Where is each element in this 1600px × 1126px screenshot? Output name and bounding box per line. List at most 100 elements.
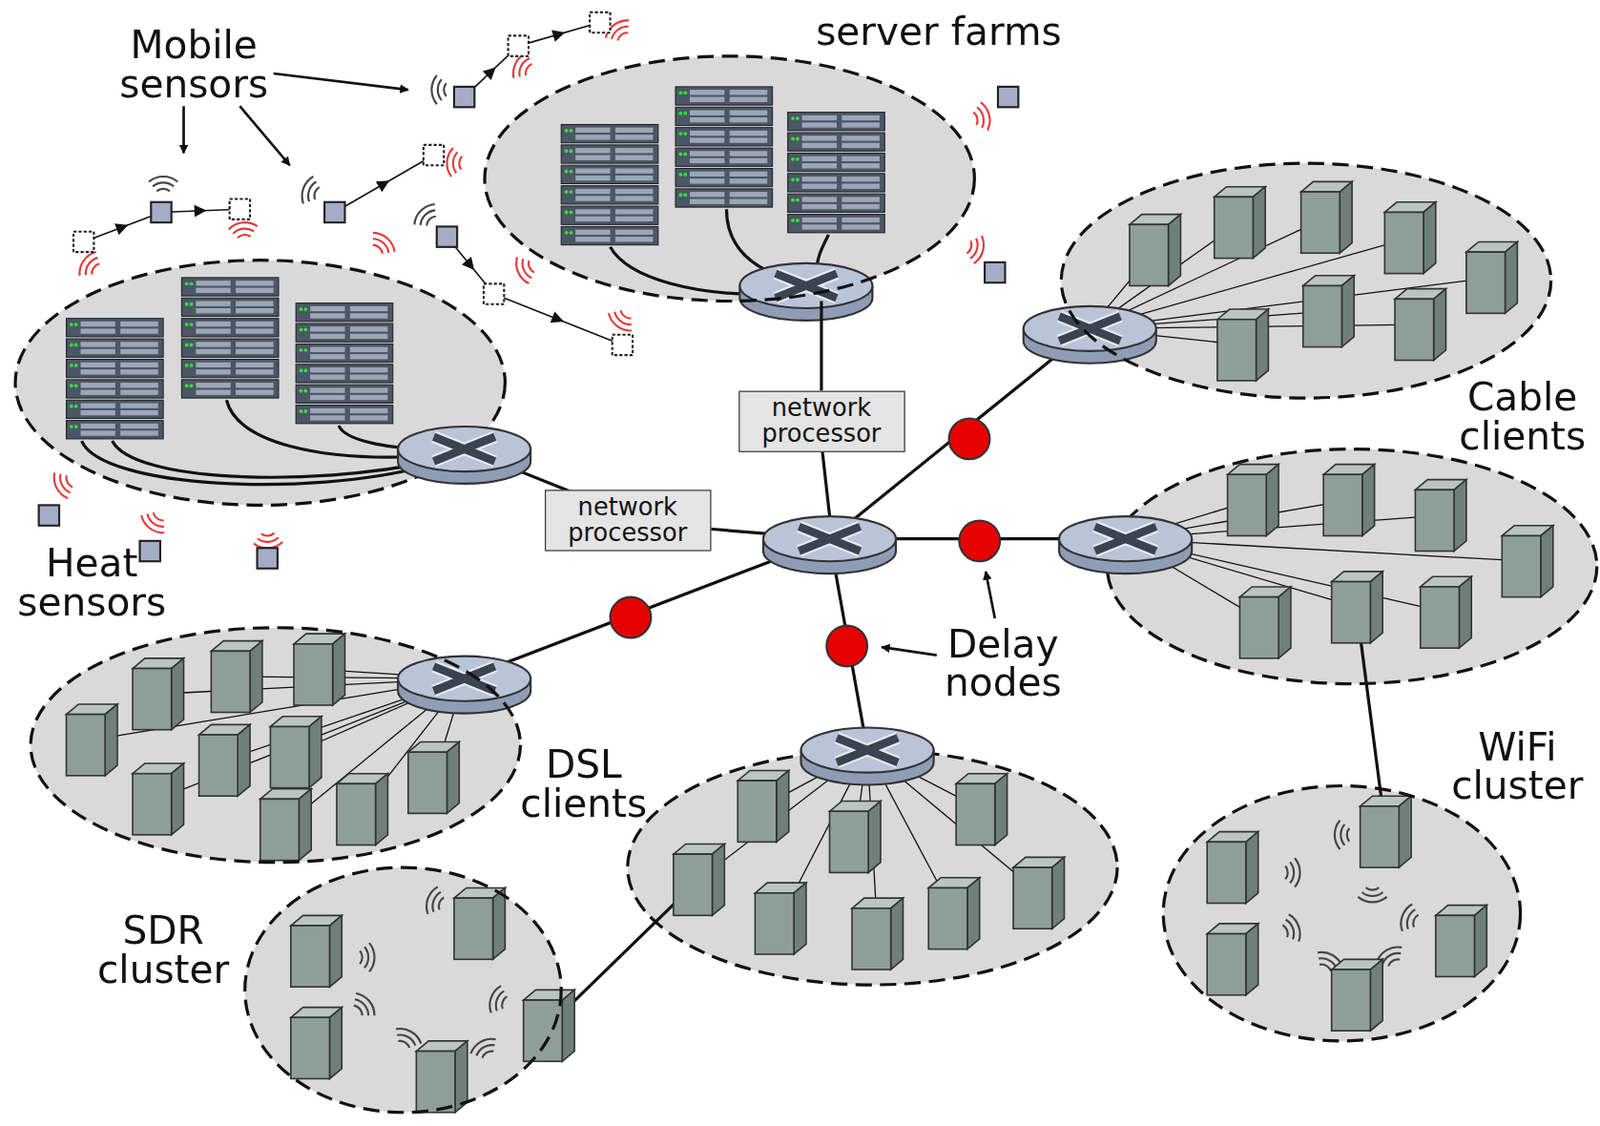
server-unit xyxy=(788,214,886,233)
client-box xyxy=(1420,576,1472,648)
cluster-outline xyxy=(1163,786,1520,1041)
router-symbol xyxy=(801,727,935,786)
wave-arc xyxy=(302,176,314,204)
cluster-ground xyxy=(1106,449,1597,685)
wave-arc xyxy=(458,156,462,170)
wave-arc xyxy=(1400,904,1413,932)
server-unit xyxy=(788,152,886,171)
cluster-ground xyxy=(30,627,520,863)
cluster-ellipse: server farms xyxy=(484,56,975,302)
wave-arc xyxy=(152,182,174,187)
processor-box: network processor xyxy=(544,489,711,552)
wave-arc xyxy=(1347,828,1351,842)
wave-arc xyxy=(966,240,972,253)
client-box xyxy=(1301,181,1352,253)
callout-label: Heat sensors xyxy=(0,543,185,622)
wave-arc xyxy=(397,1040,410,1048)
wave-arc xyxy=(481,1051,494,1059)
wave-arc xyxy=(353,1005,363,1017)
cluster-outline xyxy=(30,627,520,863)
server-unit xyxy=(675,86,773,105)
wave-arc xyxy=(453,151,458,173)
wave-arc xyxy=(438,896,444,910)
wave-arc xyxy=(522,258,533,278)
server-unit xyxy=(181,277,279,296)
sensor xyxy=(454,86,475,107)
server-unit xyxy=(788,132,886,151)
wave-arc xyxy=(1388,958,1400,966)
wave-arc xyxy=(60,474,71,494)
track-arrowhead xyxy=(550,311,567,328)
wave-arc xyxy=(364,946,369,968)
wave-arc xyxy=(313,187,319,200)
cluster-ellipse: Cable clients xyxy=(1060,163,1551,398)
wave-arc xyxy=(373,245,383,254)
links xyxy=(82,208,1528,1026)
server-unit xyxy=(675,167,773,187)
client-box xyxy=(408,742,459,814)
wave-arc xyxy=(525,63,533,76)
server-unit xyxy=(561,145,659,164)
client-box xyxy=(1013,856,1064,929)
cluster-outline xyxy=(245,867,562,1113)
wave-arc xyxy=(617,32,628,41)
wave-arc xyxy=(1407,909,1416,930)
sensor xyxy=(257,547,278,568)
cluster-outline xyxy=(245,867,562,1113)
wave-arc xyxy=(85,257,99,275)
sensors xyxy=(39,12,1019,569)
client-box xyxy=(1501,525,1553,598)
server-unit xyxy=(66,338,165,357)
wave-arc xyxy=(519,58,530,77)
processor-box: network processor xyxy=(738,390,905,453)
sensor-track xyxy=(83,211,162,242)
track-arrowhead xyxy=(375,175,394,193)
wave-arc xyxy=(141,515,165,533)
wave-arc xyxy=(148,176,178,183)
wave-arc xyxy=(308,182,317,203)
wave-arc xyxy=(54,472,68,499)
client-box xyxy=(851,897,903,970)
cluster-outline xyxy=(30,627,520,863)
wave-arc xyxy=(1282,924,1288,937)
client-box xyxy=(1239,586,1290,659)
wave-arc xyxy=(974,235,984,264)
track-arrowhead xyxy=(551,26,567,42)
router-symbol xyxy=(739,263,873,321)
client-box xyxy=(1360,795,1412,868)
server-unit xyxy=(66,318,165,337)
server-unit xyxy=(788,112,886,131)
server-unit xyxy=(181,297,279,316)
server-unit xyxy=(66,358,165,377)
leader-arrow xyxy=(182,105,186,153)
wave-arc xyxy=(1366,887,1380,891)
wave-arc xyxy=(1361,892,1383,896)
sensor-ghost xyxy=(483,283,504,304)
delay-node xyxy=(610,597,652,639)
callout-label: Mobile sensors xyxy=(102,25,287,104)
cluster-label: SDR cluster xyxy=(76,911,250,989)
server-cable xyxy=(82,440,430,485)
processor-label: network processor xyxy=(757,395,886,448)
cluster-ellipse: WiFi cluster xyxy=(1163,786,1520,1041)
client-box xyxy=(290,914,342,987)
cluster-label: server farms xyxy=(815,12,1062,52)
sensor-ghost xyxy=(73,231,94,252)
wave-arc xyxy=(1382,953,1401,964)
wave-arc xyxy=(437,79,442,101)
wave-arc xyxy=(237,234,251,238)
server-unit xyxy=(788,193,886,212)
sensor-ghost xyxy=(612,334,633,355)
wave-arc xyxy=(373,232,395,252)
server-racks xyxy=(66,86,886,439)
client-box xyxy=(415,1040,467,1113)
server-unit xyxy=(295,323,394,342)
client-box xyxy=(1384,202,1435,274)
client-box xyxy=(210,641,262,713)
server-unit xyxy=(788,173,886,192)
server-unit xyxy=(66,379,165,398)
callout-label: Delay nodes xyxy=(915,624,1090,703)
server-unit xyxy=(295,364,394,383)
router-symbol xyxy=(397,656,531,714)
server-unit xyxy=(181,338,279,357)
